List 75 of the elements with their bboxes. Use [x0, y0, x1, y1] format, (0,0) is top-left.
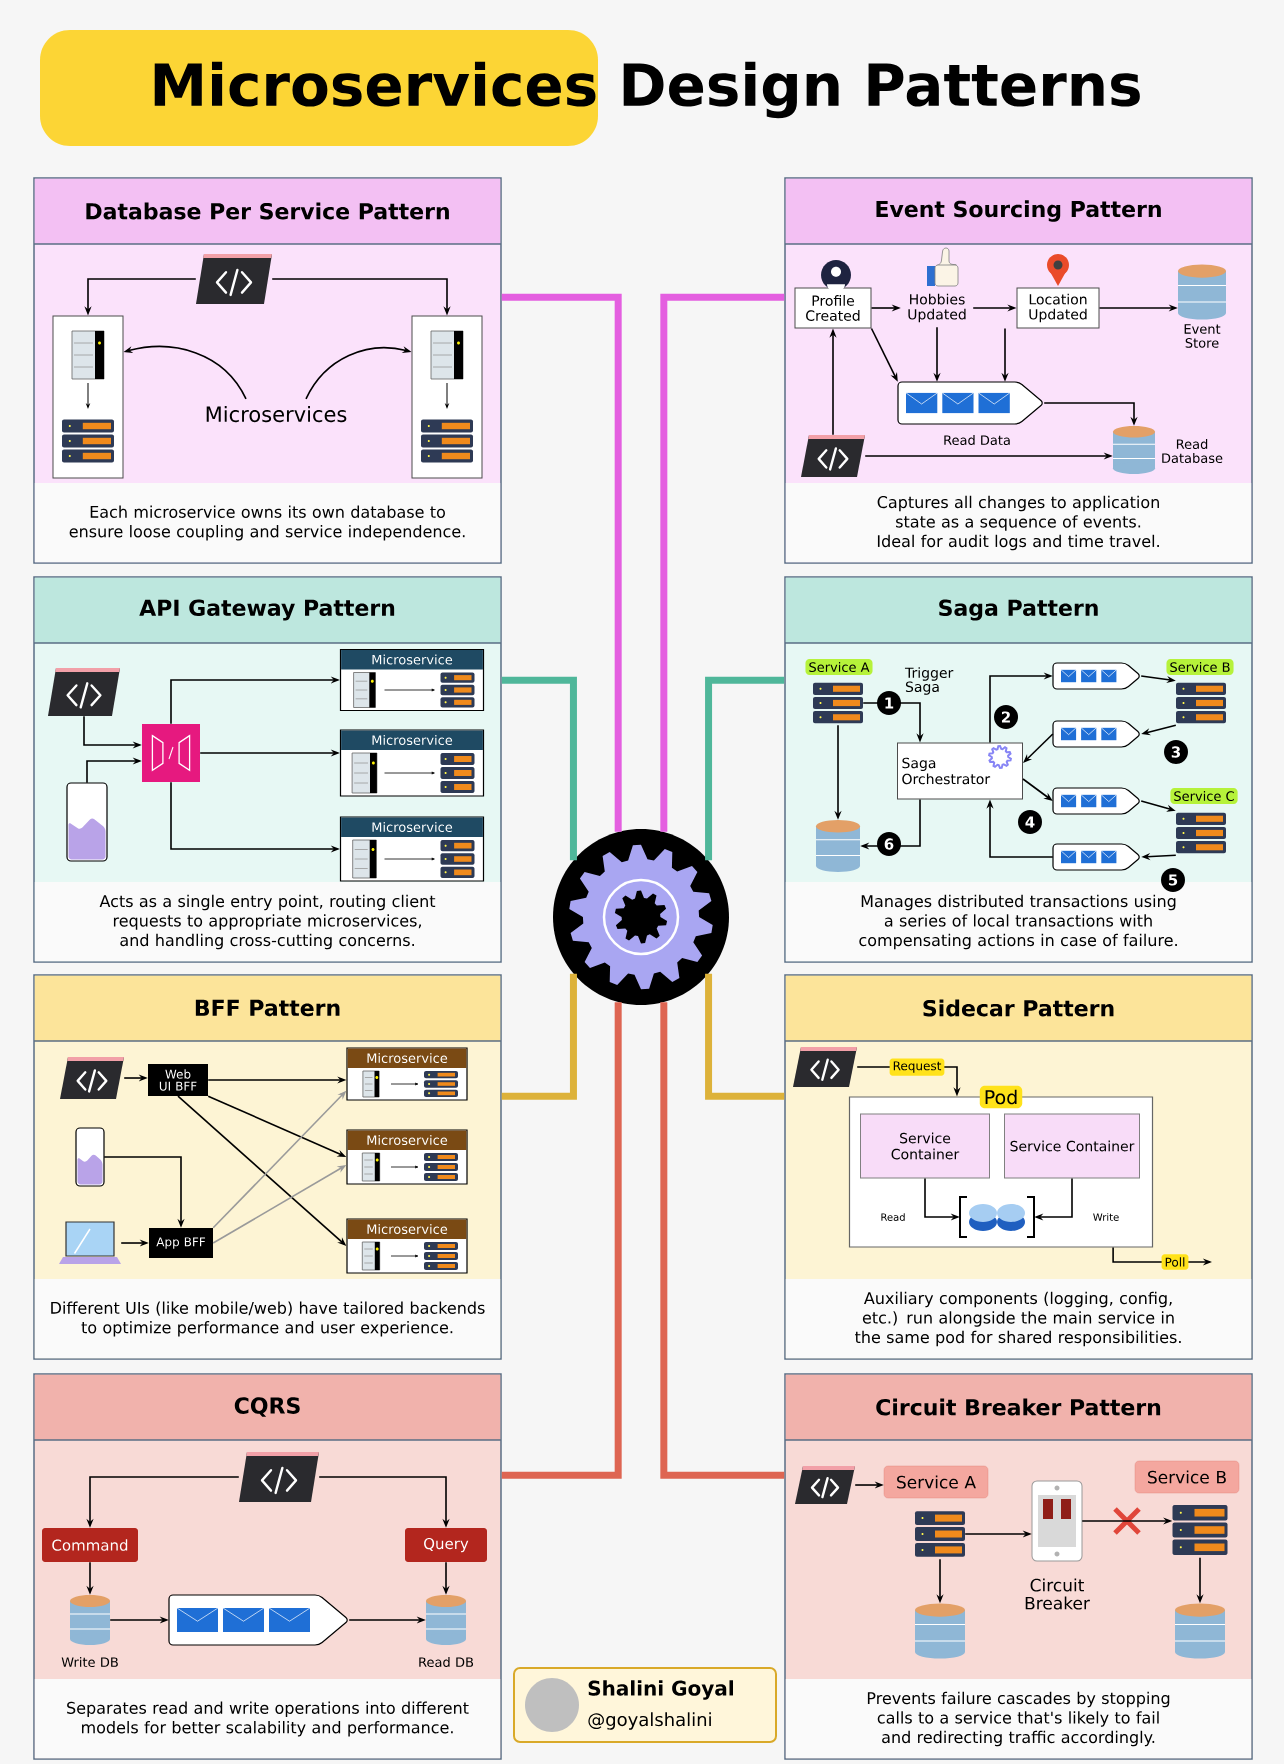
- service-tag: Service B: [1134, 1460, 1240, 1494]
- title: Microservices Design Patterns: [40, 30, 1140, 146]
- database-icon: [1174, 1603, 1226, 1659]
- database-icon: [1177, 264, 1227, 320]
- database-icon: [69, 1595, 111, 1645]
- code-editor-icon: [60, 1057, 124, 1099]
- code-editor-icon: [196, 254, 272, 304]
- annotation-text: Microservices: [206, 405, 347, 423]
- edge-label: 1: [877, 691, 901, 715]
- edge-label: 5: [1161, 868, 1185, 892]
- connector-line: [501, 676, 577, 861]
- phone-icon: [66, 782, 108, 862]
- microservice-box: Microservice: [339, 729, 485, 797]
- database-icon: [914, 1603, 966, 1659]
- message-queue-icon: [1052, 843, 1140, 871]
- edge-label: Read: [878, 1211, 908, 1223]
- connector-line: [705, 973, 785, 1100]
- icon-caption: Circuit Breaker: [1025, 1578, 1090, 1610]
- server-stack-icon: [1172, 1505, 1228, 1555]
- container-box: Service Container: [860, 1113, 990, 1179]
- service-tag: Service A: [883, 1465, 989, 1499]
- bff-box: App BFF: [149, 1228, 213, 1258]
- annotation-text: Trigger Saga: [904, 667, 954, 695]
- message-queue-icon: [1052, 720, 1140, 748]
- server-stack-icon: [1176, 682, 1226, 724]
- code-editor-icon: [801, 435, 865, 477]
- edge-label: Poll: [1161, 1254, 1189, 1270]
- orchestrator-box: Saga Orchestrator: [897, 742, 1023, 800]
- edge-label: 2: [994, 705, 1018, 729]
- database-icon: [425, 1595, 467, 1645]
- edge-label: 3: [1164, 740, 1188, 764]
- storage-volume-icon: [959, 1196, 1035, 1238]
- edge-label: Request: [889, 1058, 945, 1076]
- icon-caption: Write DB: [61, 1657, 118, 1668]
- microservice-box: Microservice: [346, 1218, 468, 1274]
- gateway-icon: [142, 724, 200, 782]
- service-box: [52, 315, 124, 479]
- icon-caption: Read DB: [419, 1657, 474, 1668]
- server-stack-icon: [813, 682, 863, 724]
- bff-box: Web UI BFF: [148, 1064, 208, 1096]
- message-queue-icon: [897, 381, 1043, 425]
- edge-label: Write: [1090, 1211, 1122, 1223]
- connector-line: [501, 973, 577, 1100]
- model-tag: Query: [405, 1528, 487, 1562]
- edge-label: 6: [877, 832, 901, 856]
- server-stack-icon: [1176, 812, 1226, 854]
- microservice-box: Microservice: [346, 1129, 468, 1185]
- phone-icon: [75, 1127, 105, 1187]
- model-tag: Command: [42, 1528, 138, 1562]
- event-label: Hobbies Updated: [908, 293, 966, 323]
- database-icon: [815, 820, 861, 872]
- code-editor-icon: [793, 1047, 857, 1087]
- code-editor-icon: [48, 668, 120, 716]
- code-editor-icon: [795, 1466, 855, 1504]
- message-queue-icon: [1052, 662, 1140, 690]
- arrow: [1023, 733, 1054, 763]
- microservice-box: Microservice: [346, 1047, 468, 1101]
- database-icon: [1112, 426, 1156, 474]
- service-box: [411, 315, 483, 479]
- event-box: Location Updated: [1016, 287, 1100, 329]
- event-box: Profile Created: [794, 287, 872, 329]
- icon-caption: Read Database: [1162, 439, 1223, 464]
- gear-icon: [553, 829, 729, 1005]
- circuit-breaker-icon: [1031, 1480, 1083, 1562]
- server-stack-icon: [915, 1511, 965, 1557]
- microservice-box: Microservice: [339, 648, 485, 712]
- icon-caption: Event Store: [1184, 324, 1221, 348]
- message-queue-icon: [168, 1594, 348, 1646]
- laptop-icon: [59, 1221, 121, 1264]
- edge-label: 4: [1018, 810, 1042, 834]
- message-queue-icon: [1052, 787, 1140, 815]
- connector-line: [705, 676, 785, 861]
- author-badge: Shalini Goyal @goyalshalini: [513, 1667, 777, 1743]
- container-box: Service Container: [1004, 1113, 1140, 1179]
- microservice-box: Microservice: [339, 816, 485, 882]
